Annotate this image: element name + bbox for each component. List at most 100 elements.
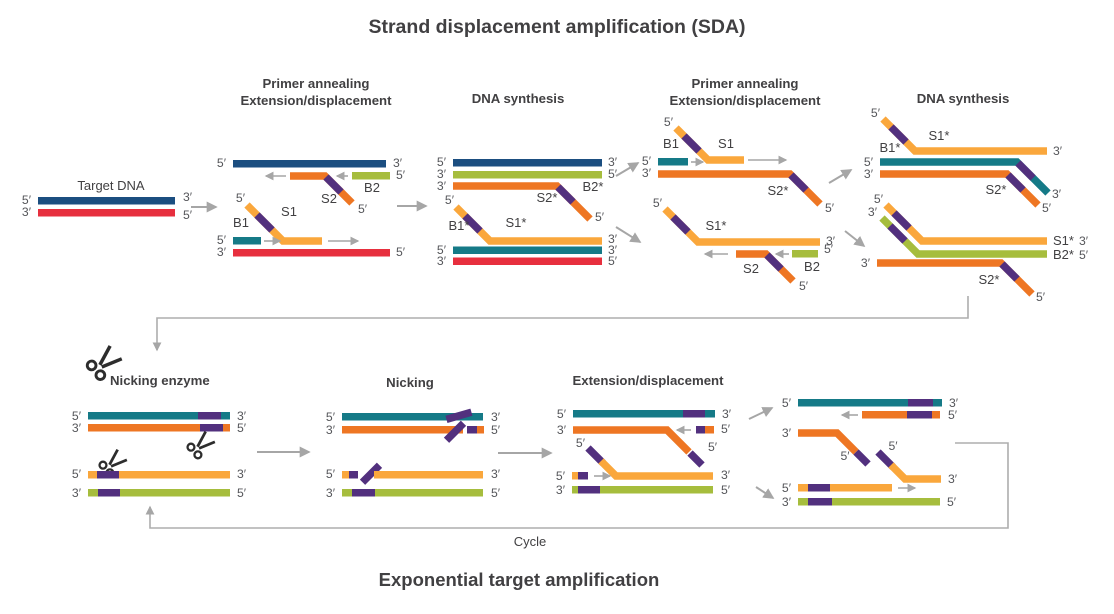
duplex-strand: [453, 159, 602, 167]
flow-arrow: [844, 230, 866, 248]
three-prime-label: 3′: [491, 410, 501, 424]
five-prime-label: 5′: [825, 201, 835, 215]
duplex-strand: [572, 486, 713, 494]
panel-nicking: Nicking 5′ 3′ 3′ 5′ 5′ 3′ 3′ 5′: [326, 375, 501, 500]
b2-label: B2: [804, 259, 820, 274]
nick-site-segment: [891, 210, 912, 231]
s1-star-label: S1*: [929, 128, 950, 143]
duplex-strand: [88, 424, 230, 432]
caption: Exponential target amplification: [379, 569, 660, 590]
five-prime-label: 5′: [799, 279, 809, 293]
five-prime-label: 5′: [72, 467, 82, 481]
nick-site-segment: [999, 261, 1020, 282]
five-prime-label: 5′: [782, 396, 792, 410]
five-prime-label: 5′: [326, 467, 336, 481]
five-prime-label: 5′: [871, 106, 881, 120]
five-prime-label: 5′: [557, 407, 567, 421]
five-prime-label: 5′: [445, 193, 455, 207]
five-prime-label: 5′: [642, 154, 652, 168]
nicked-site-fragment: [445, 408, 473, 423]
displaced-strand: [862, 411, 907, 419]
strand-fragment: [477, 426, 484, 434]
duplex-strand: [453, 171, 602, 179]
nick-site-segment: [1005, 172, 1026, 193]
three-prime-label: 3′: [948, 472, 958, 486]
nick-site-segment: [887, 223, 908, 244]
duplex-strand: [88, 471, 230, 479]
duplex-strand: [342, 413, 483, 421]
five-prime-label: 5′: [491, 423, 501, 437]
nick-site-segment: [97, 471, 119, 479]
three-prime-label: 3′: [1079, 234, 1089, 248]
nick-site-segment: [200, 424, 223, 432]
panel-extension-displacement: Extension/displacement 5′ 3′ 3′ 5′ 5′ 5′…: [556, 373, 732, 497]
five-prime-label: 5′: [396, 168, 406, 182]
s1-star-label: S1*: [706, 218, 727, 233]
primer-site-segment: [875, 449, 896, 470]
five-prime-label: 5′: [217, 233, 227, 247]
three-prime-label: 3′: [608, 232, 618, 246]
nicked-site-fragment: [443, 420, 467, 443]
duplex-strand: [880, 158, 1051, 196]
five-prime-label: 5′: [888, 439, 898, 453]
three-prime-label: 3′: [608, 155, 618, 169]
three-prime-label: 3′: [237, 409, 247, 423]
three-prime-label: 3′: [642, 166, 652, 180]
five-prime-label: 5′: [396, 245, 406, 259]
duplex-strand: [88, 489, 230, 497]
nick-site-segment: [907, 411, 932, 419]
b1-label: B1: [663, 136, 679, 151]
flow-arrow: [748, 407, 774, 420]
nick-site-segment: [349, 471, 358, 479]
nick-site-segment: [578, 486, 600, 494]
nick-site-segment: [696, 426, 705, 434]
panel-target-dna: Target DNA 5′ 3′ 3′ 5′: [22, 178, 193, 222]
extending-strand: [798, 484, 892, 492]
five-prime-label: 5′: [72, 409, 82, 423]
cycle-loop-line: [145, 442, 1009, 529]
s1-label: S1: [718, 136, 734, 151]
three-prime-label: 3′: [949, 396, 959, 410]
panel-header: Primer annealing: [262, 76, 369, 91]
product-strand: [883, 202, 1047, 245]
nicked-strand: [374, 471, 483, 479]
three-prime-label: 3′: [557, 423, 567, 437]
bumper-b2-primer: [352, 172, 390, 180]
panel-amplification-products: 5′ 3′ 5′ 3′ 5′ 5′ 3′ 5′ 3′ 5′: [782, 396, 959, 509]
nick-site-segment: [764, 252, 784, 272]
nick-site-segment: [462, 213, 483, 234]
s1-star-label: S1*: [506, 215, 527, 230]
nick-site-segment: [670, 214, 691, 235]
panel-header: DNA synthesis: [472, 91, 565, 106]
three-prime-label: 3′: [22, 205, 32, 219]
primer-strand: [598, 458, 713, 480]
nick-site-segment: [808, 498, 832, 506]
target-bottom-strand: [38, 209, 175, 217]
template-top-strand: [233, 160, 386, 168]
flow-arrow: [828, 169, 853, 184]
b2-star-label: B2*: [1053, 247, 1074, 262]
primer-s2-strand: [736, 250, 796, 284]
three-prime-label: 3′: [861, 256, 871, 270]
duplex-strand: [573, 410, 715, 418]
s2-label: S2: [743, 261, 759, 276]
three-prime-label: 3′: [1053, 144, 1063, 158]
five-prime-label: 5′: [236, 191, 246, 205]
five-prime-label: 5′: [948, 408, 958, 422]
nick-site-segment: [1015, 160, 1036, 181]
five-prime-label: 5′: [840, 449, 850, 463]
primer-s1-star-strand: [880, 116, 1047, 155]
five-prime-label: 5′: [608, 167, 618, 181]
b1-star-label: B1*: [449, 218, 470, 233]
s2-star-label: S2*: [537, 190, 558, 205]
page-title: Strand displacement amplification (SDA): [368, 16, 745, 38]
three-prime-label: 3′: [826, 234, 836, 248]
five-prime-label: 5′: [721, 483, 731, 497]
b1-star-label: B1*: [880, 140, 901, 155]
three-prime-label: 3′: [782, 495, 792, 509]
duplex-strand: [798, 399, 942, 407]
three-prime-label: 3′: [437, 179, 447, 193]
s1-star-label: S1*: [1053, 233, 1074, 248]
s1-label: S1: [281, 204, 297, 219]
